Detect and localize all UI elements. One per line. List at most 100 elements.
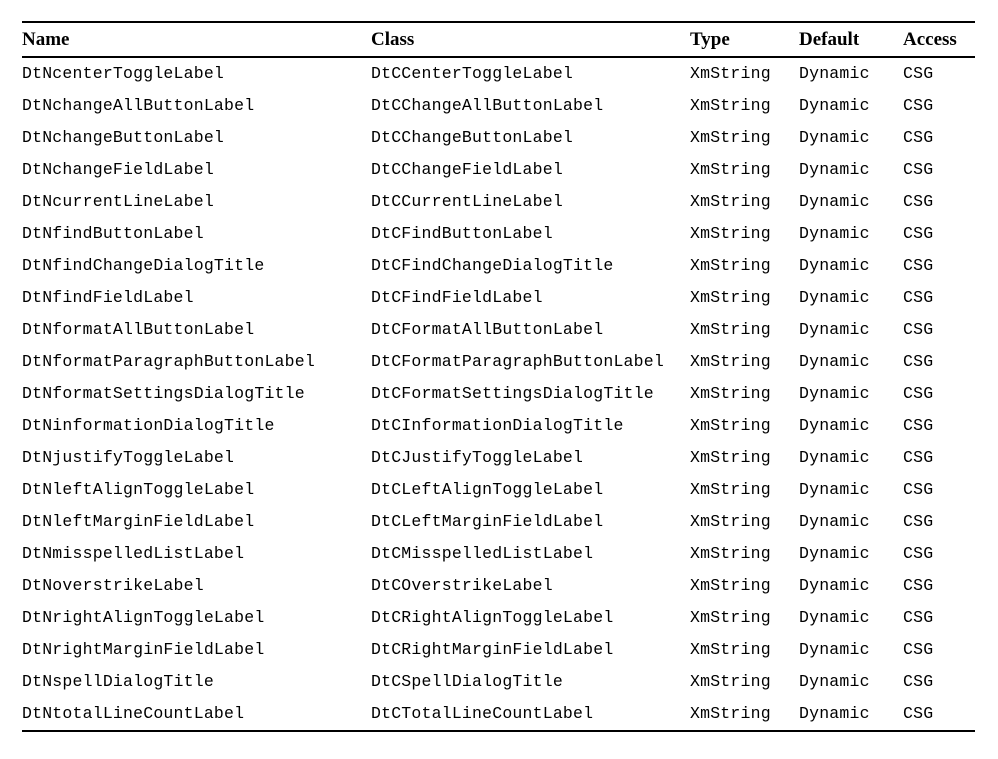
cell-default: Dynamic (799, 128, 870, 147)
cell-name: DtNrightAlignToggleLabel (22, 608, 265, 627)
table-row: DtNtotalLineCountLabel DtCTotalLineCountL… (22, 698, 975, 730)
cell-type: XmString (690, 672, 771, 691)
cell-default: Dynamic (799, 320, 870, 339)
cell-access: CSG (903, 704, 934, 723)
resource-table-container: Name Class Type Default Access DtNcenter… (22, 21, 975, 732)
cell-name: DtNcenterToggleLabel (22, 64, 225, 83)
cell-default: Dynamic (799, 192, 870, 211)
cell-class: DtCJustifyToggleLabel (371, 448, 584, 467)
cell-name: DtNrightMarginFieldLabel (22, 640, 265, 659)
cell-class: DtCCenterToggleLabel (371, 64, 574, 83)
cell-default: Dynamic (799, 608, 870, 627)
cell-type: XmString (690, 512, 771, 531)
cell-class: DtCFindFieldLabel (371, 288, 543, 307)
table-header: Name Class Type Default Access (22, 23, 975, 56)
column-header-default: Default (799, 29, 860, 50)
cell-class: DtCInformationDialogTitle (371, 416, 624, 435)
table-row: DtNcurrentLineLabel DtCCurrentLineLabel Xm… (22, 186, 975, 218)
table-bottom-rule (22, 730, 975, 732)
table-header-row: Name Class Type Default Access (22, 23, 975, 56)
cell-type: XmString (690, 288, 771, 307)
cell-default: Dynamic (799, 416, 870, 435)
cell-name: DtNchangeFieldLabel (22, 160, 214, 179)
cell-name: DtNjustifyToggleLabel (22, 448, 235, 467)
cell-default: Dynamic (799, 352, 870, 371)
cell-name: DtNfindFieldLabel (22, 288, 194, 307)
cell-default: Dynamic (799, 704, 870, 723)
cell-type: XmString (690, 192, 771, 211)
cell-class: DtCFormatParagraphButtonLabel (371, 352, 664, 371)
cell-type: XmString (690, 480, 771, 499)
cell-default: Dynamic (799, 288, 870, 307)
cell-name: DtNleftMarginFieldLabel (22, 512, 255, 531)
cell-name: DtNformatSettingsDialogTitle (22, 384, 305, 403)
cell-access: CSG (903, 160, 934, 179)
cell-access: CSG (903, 64, 934, 83)
cell-type: XmString (690, 416, 771, 435)
cell-access: CSG (903, 416, 934, 435)
cell-name: DtNformatAllButtonLabel (22, 320, 255, 339)
cell-name: DtNmisspelledListLabel (22, 544, 245, 563)
table-body: DtNcenterToggleLabel DtCCenterToggleLabel… (22, 58, 975, 730)
cell-default: Dynamic (799, 640, 870, 659)
cell-class: DtCFormatAllButtonLabel (371, 320, 604, 339)
column-header-type: Type (690, 29, 730, 50)
table-row: DtNfindButtonLabel DtCFindButtonLabel XmSt… (22, 218, 975, 250)
cell-class: DtCChangeFieldLabel (371, 160, 563, 179)
column-header-name: Name (22, 29, 70, 50)
cell-class: DtCLeftAlignToggleLabel (371, 480, 604, 499)
cell-access: CSG (903, 672, 934, 691)
header-separator-rule (22, 56, 975, 58)
cell-name: DtNfindButtonLabel (22, 224, 204, 243)
cell-name: DtNfindChangeDialogTitle (22, 256, 265, 275)
cell-default: Dynamic (799, 64, 870, 83)
cell-name: DtNspellDialogTitle (22, 672, 214, 691)
table-row: DtNrightAlignToggleLabel DtCRightAlignTog… (22, 602, 975, 634)
cell-type: XmString (690, 544, 771, 563)
cell-name: DtNtotalLineCountLabel (22, 704, 245, 723)
cell-access: CSG (903, 576, 934, 595)
cell-access: CSG (903, 128, 934, 147)
cell-name: DtNcurrentLineLabel (22, 192, 214, 211)
cell-default: Dynamic (799, 512, 870, 531)
cell-type: XmString (690, 384, 771, 403)
table-row: DtNmisspelledListLabel DtCMisspelledListL… (22, 538, 975, 570)
cell-default: Dynamic (799, 672, 870, 691)
cell-class: DtCOverstrikeLabel (371, 576, 553, 595)
cell-default: Dynamic (799, 96, 870, 115)
cell-name: DtNinformationDialogTitle (22, 416, 275, 435)
cell-type: XmString (690, 128, 771, 147)
resource-table: Name Class Type Default Access (22, 23, 975, 56)
cell-type: XmString (690, 448, 771, 467)
resource-table-body-wrapper: DtNcenterToggleLabel DtCCenterToggleLabel… (22, 58, 975, 730)
cell-class: DtCTotalLineCountLabel (371, 704, 594, 723)
cell-class: DtCFindButtonLabel (371, 224, 553, 243)
cell-default: Dynamic (799, 544, 870, 563)
cell-class: DtCMisspelledListLabel (371, 544, 594, 563)
cell-default: Dynamic (799, 480, 870, 499)
cell-default: Dynamic (799, 384, 870, 403)
cell-type: XmString (690, 224, 771, 243)
cell-class: DtCCurrentLineLabel (371, 192, 563, 211)
table-top-rule (22, 21, 975, 23)
table-row: DtNformatAllButtonLabel DtCFormatAllButto… (22, 314, 975, 346)
cell-access: CSG (903, 224, 934, 243)
cell-access: CSG (903, 512, 934, 531)
cell-access: CSG (903, 544, 934, 563)
cell-name: DtNformatParagraphButtonLabel (22, 352, 315, 371)
cell-default: Dynamic (799, 224, 870, 243)
cell-access: CSG (903, 320, 934, 339)
cell-type: XmString (690, 256, 771, 275)
cell-class: DtCChangeButtonLabel (371, 128, 574, 147)
cell-class: DtCRightAlignToggleLabel (371, 608, 614, 627)
cell-access: CSG (903, 256, 934, 275)
